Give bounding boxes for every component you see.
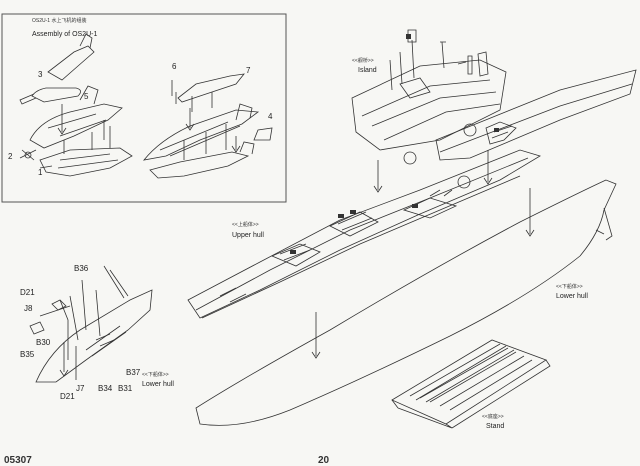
deck-detail-4 (412, 204, 418, 208)
lower-hull-long (195, 179, 617, 426)
part-number-6: 6 (172, 62, 177, 71)
label-b36: B36 (74, 264, 89, 273)
label-b31: B31 (118, 384, 133, 393)
label-b35: B35 (20, 350, 35, 359)
os2u-assembly-left (19, 85, 133, 177)
inset-title-cn: OS2U-1 水上飞机的组装 (32, 18, 87, 24)
part-number-5: 5 (84, 92, 89, 101)
label-j7: J7 (76, 384, 85, 393)
label-j8: J8 (24, 304, 33, 313)
detail-lower-hull-cn: <<下船体>> (142, 372, 169, 378)
main-arrows (311, 150, 535, 359)
stand-label-cn: <<底座>> (482, 414, 504, 420)
label-b37: B37 (126, 368, 141, 377)
part-number-4: 4 (268, 112, 273, 121)
deck-detail-3 (290, 250, 296, 254)
label-d21-top: D21 (20, 288, 35, 297)
island-label-cn: <<舰桥>> (352, 58, 374, 64)
footer-page-number: 20 (318, 455, 330, 466)
display-stand (391, 339, 551, 429)
upper-hull-label-en: Upper hull (232, 232, 264, 239)
lower-hull-label-cn: <<下船体>> (556, 284, 583, 290)
island-detail (406, 34, 411, 39)
bow-detail (29, 265, 153, 383)
island-superstructure (351, 29, 507, 151)
part-number-7: 7 (246, 66, 251, 75)
part-number-1: 1 (38, 168, 43, 177)
deck-detail-1 (338, 214, 344, 218)
aft-deck-section (403, 69, 637, 189)
stand-label-en: Stand (486, 423, 505, 430)
inset-box-frame (1, 13, 287, 203)
deck-detail-2 (350, 210, 356, 214)
footer-kit-code: 05307 (4, 455, 32, 466)
label-d21-bottom: D21 (60, 392, 75, 401)
upper-hull-deck (187, 149, 541, 319)
os2u-assembly-right (143, 103, 273, 179)
inset-title-en: Assembly of OS2U-1 (32, 31, 98, 38)
label-b34: B34 (98, 384, 113, 393)
os2u-parts-3-5 (19, 33, 95, 105)
lower-hull-label-en: Lower hull (556, 293, 588, 300)
upper-hull-label-cn: <<上船体>> (232, 222, 259, 228)
detail-lower-hull-en: Lower hull (142, 381, 174, 388)
deck-detail-5 (494, 128, 499, 132)
island-label-en: Island (358, 67, 377, 74)
part-number-2: 2 (8, 152, 13, 161)
label-b30: B30 (36, 338, 51, 347)
part-number-3: 3 (38, 70, 43, 79)
inset-arrows (57, 104, 241, 153)
os2u-parts-6-7 (171, 73, 245, 112)
